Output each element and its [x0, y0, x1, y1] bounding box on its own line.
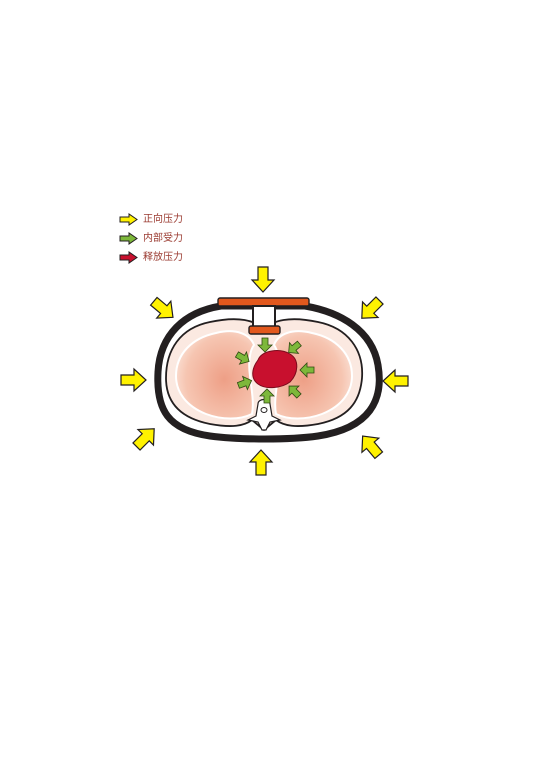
compression-device-top-bar: [217, 297, 310, 307]
legend-label: 释放压力: [143, 252, 183, 263]
heart: [252, 350, 298, 389]
bottom-right-arrow-icon: [353, 428, 388, 463]
red-arrow-icon: [119, 251, 138, 264]
legend-item-positive-pressure: 正向压力: [119, 210, 183, 229]
vertebra: [246, 398, 282, 431]
compression-device-shaft: [252, 305, 276, 329]
top-left-arrow-icon: [146, 292, 181, 327]
compression-device-pad: [248, 325, 281, 335]
right-arrow-icon: [382, 369, 409, 393]
legend-label: 正向压力: [143, 214, 183, 225]
yellow-arrow-icon: [119, 213, 138, 226]
top-arrow-icon: [251, 266, 275, 293]
legend-item-internal-force: 内部受力: [119, 229, 183, 248]
legend: 正向压力 内部受力 释放压力: [119, 210, 183, 267]
green-arrow-icon: [119, 232, 138, 245]
legend-item-release-pressure: 释放压力: [119, 248, 183, 267]
left-arrow-icon: [120, 368, 147, 392]
bottom-left-arrow-icon: [128, 420, 163, 455]
top-right-arrow-icon: [353, 292, 388, 327]
spinal-canal: [260, 407, 268, 413]
left-lung: [174, 330, 256, 420]
legend-label: 内部受力: [143, 233, 183, 244]
bottom-arrow-icon: [249, 449, 273, 476]
